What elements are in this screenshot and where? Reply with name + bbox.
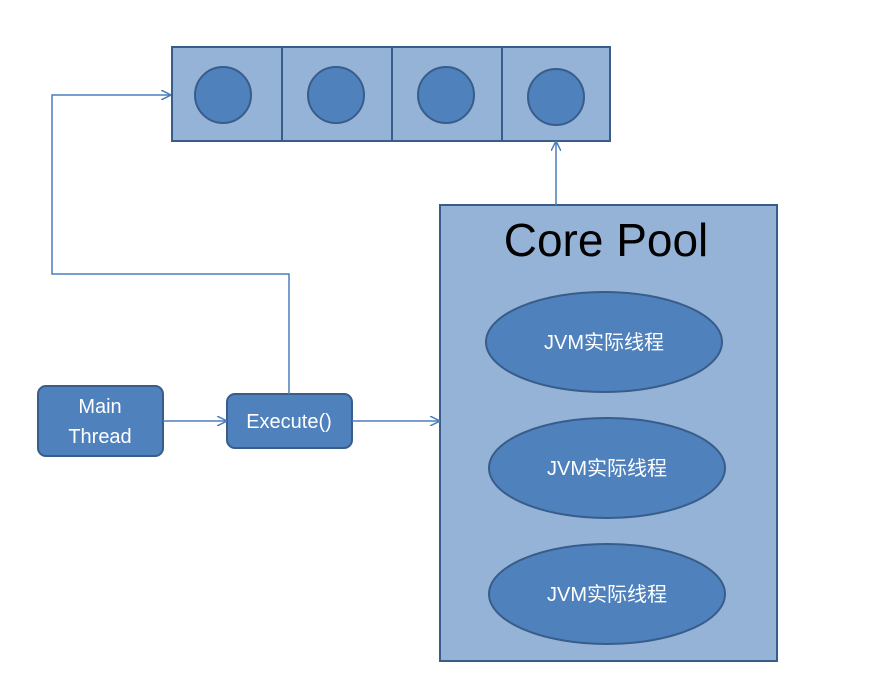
execute-node: Execute() xyxy=(226,393,353,449)
arrow-execute-to-queue xyxy=(51,95,290,394)
connectors xyxy=(51,95,556,421)
jvm-thread: JVM实际线程 xyxy=(488,417,726,519)
core-pool-title: Core Pool xyxy=(504,214,709,266)
core-pool: Core Pool JVM实际线程 JVM实际线程 JVM实际线程 xyxy=(439,204,778,662)
main-thread-label-line2: Thread xyxy=(68,426,131,448)
execute-label: Execute() xyxy=(246,411,332,433)
jvm-thread: JVM实际线程 xyxy=(488,543,726,645)
jvm-thread-label: JVM实际线程 xyxy=(544,331,664,354)
jvm-thread-label: JVM实际线程 xyxy=(547,583,667,606)
queue-slot xyxy=(281,46,393,142)
main-thread-label-line1: Main xyxy=(78,396,121,418)
queued-task xyxy=(194,66,252,124)
queue-slot xyxy=(391,46,503,142)
task-queue xyxy=(171,46,611,142)
jvm-thread-label: JVM实际线程 xyxy=(547,457,667,480)
jvm-thread: JVM实际线程 xyxy=(485,291,723,393)
queued-task xyxy=(417,66,475,124)
queued-task xyxy=(307,66,365,124)
queued-task xyxy=(527,68,585,126)
queue-slot xyxy=(171,46,283,142)
main-thread-node: Main Thread xyxy=(37,385,164,457)
queue-slot xyxy=(501,46,611,142)
